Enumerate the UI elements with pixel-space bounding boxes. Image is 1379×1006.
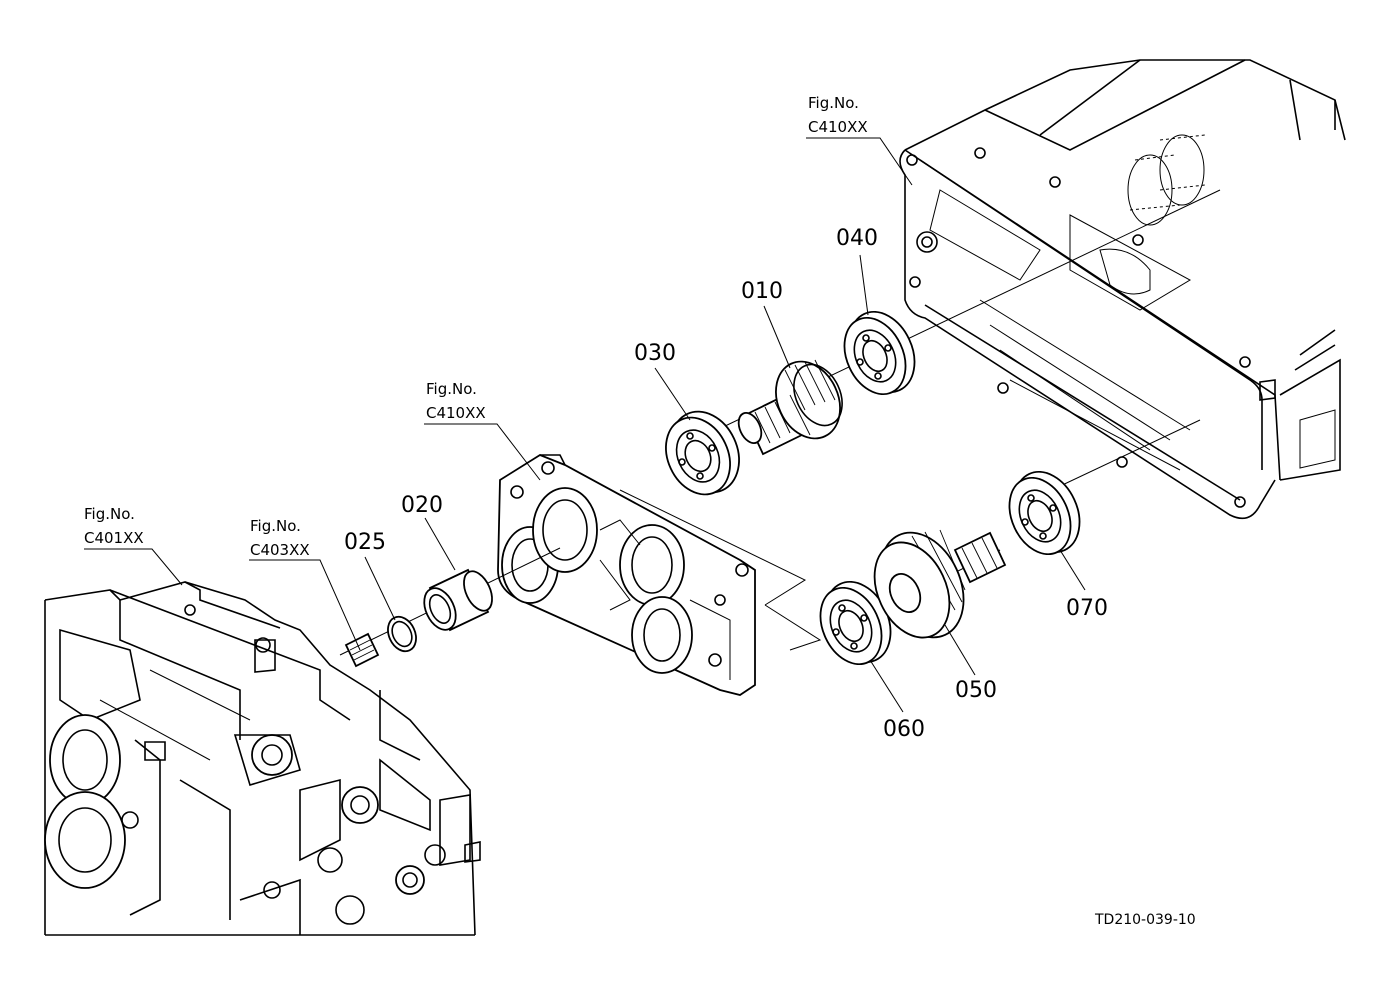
part-label-070: 070 [1066, 596, 1108, 621]
fig-ref-label: Fig.No. [426, 380, 477, 398]
fig-ref-number: C403XX [250, 541, 310, 559]
drawing-code: TD210-039-10 [1094, 912, 1196, 928]
part-030-bearing [665, 410, 740, 496]
part-label-020: 020 [401, 493, 443, 518]
fig-ref-label: Fig.No. [250, 517, 301, 535]
part-label-010: 010 [741, 279, 783, 304]
fig-ref-label: Fig.No. [808, 94, 859, 112]
part-label-040: 040 [836, 226, 878, 251]
fig-ref-middle: Fig.No. C410XX [426, 380, 486, 422]
part-010-gear-shaft [737, 359, 843, 456]
part-label-025: 025 [344, 530, 386, 555]
part-020-bushing [423, 568, 493, 632]
fig-ref-shaft: Fig.No. C403XX [250, 517, 310, 559]
part-label-030: 030 [634, 341, 676, 366]
part-050-gear [873, 529, 1007, 639]
splined-shaft-end [344, 632, 380, 668]
leader-lines [84, 137, 1086, 713]
fig-ref-upper-right: Fig.No. C410XX [808, 94, 868, 136]
part-070-bearing [1008, 470, 1081, 556]
part-label-050: 050 [955, 678, 997, 703]
fig-ref-number: C410XX [808, 118, 868, 136]
fig-ref-number: C401XX [84, 529, 144, 547]
front-case-drawing [44, 581, 481, 936]
part-040-bearing [843, 310, 916, 396]
middle-plate-drawing [497, 453, 822, 696]
part-label-060: 060 [883, 717, 925, 742]
fig-ref-label: Fig.No. [84, 505, 135, 523]
rear-housing-drawing [899, 59, 1346, 520]
fig-ref-left: Fig.No. C401XX [84, 505, 144, 547]
fig-ref-number: C410XX [426, 404, 486, 422]
